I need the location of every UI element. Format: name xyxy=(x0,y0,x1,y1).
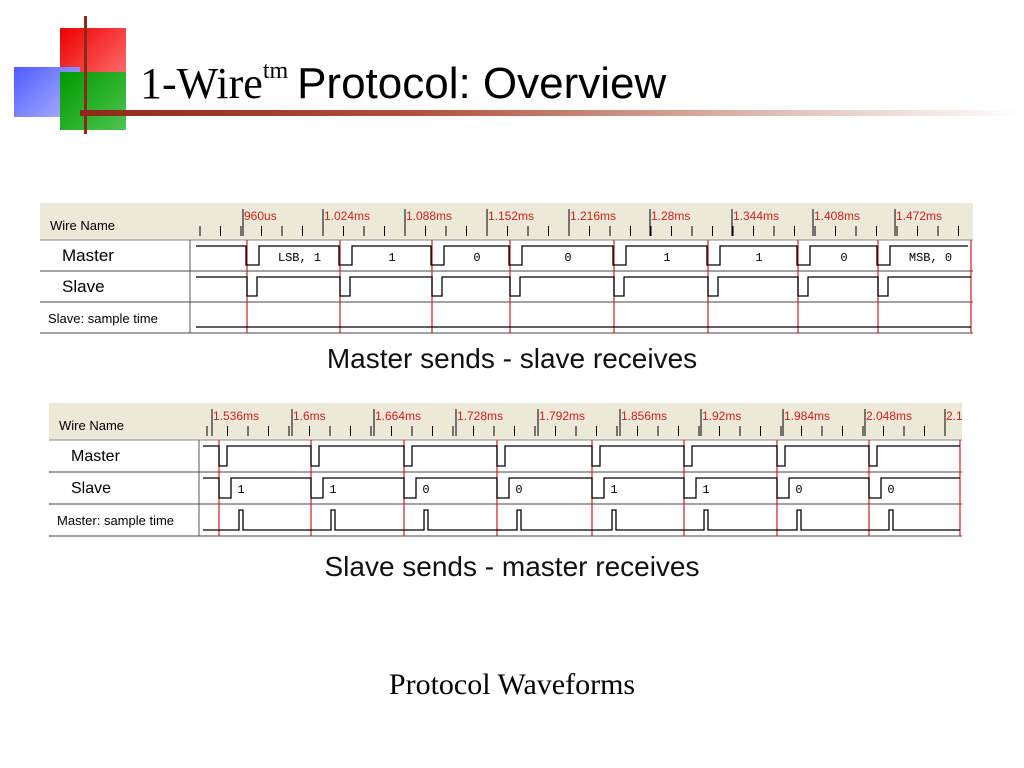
master-data-label: 0 xyxy=(473,251,480,265)
master-data-label: 1 xyxy=(388,251,395,265)
time-label: 1.28ms xyxy=(651,209,690,223)
time-label: 1.664ms xyxy=(375,409,421,423)
slave-trace xyxy=(203,477,960,499)
master-data-label: MSB, 0 xyxy=(909,251,952,265)
time-label: 1.088ms xyxy=(406,209,452,223)
panel-caption-slave-sends: Slave sends - master receives xyxy=(324,551,700,582)
time-label: 2.048ms xyxy=(866,409,912,423)
title-superscript: tm xyxy=(262,58,289,84)
time-label: 1.792ms xyxy=(539,409,585,423)
slave-trace xyxy=(196,276,971,297)
signal-name: Master: sample time xyxy=(57,513,174,528)
slave-data-label: 1 xyxy=(237,483,244,497)
signal-name: Slave: sample time xyxy=(48,311,158,326)
sample-trace xyxy=(203,509,960,531)
slave-data-label: 0 xyxy=(887,483,894,497)
master-data-label: 0 xyxy=(564,251,571,265)
header-bar xyxy=(49,403,962,440)
deco-line-vertical xyxy=(84,16,87,134)
slave-data-label: 0 xyxy=(515,483,522,497)
panel-master-sends: Wire Name 960us 1.024ms 1.088ms 1.152ms 1.216… xyxy=(40,203,973,334)
time-label: 1.472ms xyxy=(896,209,942,223)
time-label: 1.344ms xyxy=(733,209,779,223)
time-label: 1.152ms xyxy=(488,209,534,223)
time-label: 1.728ms xyxy=(457,409,503,423)
deco-square-green xyxy=(60,72,126,130)
time-label: 1.024ms xyxy=(324,209,370,223)
time-label: 1.856ms xyxy=(621,409,667,423)
signal-name: Slave xyxy=(62,277,105,296)
time-label: 1.6ms xyxy=(293,409,326,423)
trace-area xyxy=(40,240,973,333)
master-data-label: 0 xyxy=(840,251,847,265)
signal-name: Slave xyxy=(71,480,111,497)
time-label: 1.216ms xyxy=(570,209,616,223)
panel-slave-sends: Wire Name 1.536ms 1.6ms 1.664ms 1.728ms 1.792… xyxy=(49,403,963,537)
slave-data-label: 1 xyxy=(610,483,617,497)
time-label: 1.984ms xyxy=(784,409,830,423)
time-label: 1.408ms xyxy=(814,209,860,223)
time-label: 1.92ms xyxy=(702,409,741,423)
title-underline xyxy=(80,110,1024,116)
slave-data-label: 0 xyxy=(422,483,429,497)
title-prefix: 1-Wire xyxy=(140,59,263,108)
title-rest: Protocol: Overview xyxy=(297,59,667,108)
master-data-label: LSB, 1 xyxy=(278,251,321,265)
master-data-label: 1 xyxy=(755,251,762,265)
time-label: 2.1 xyxy=(946,409,963,423)
header-wire-name-label: Wire Name xyxy=(59,418,124,433)
slave-data-label: 1 xyxy=(329,483,336,497)
signal-name: Master xyxy=(71,448,121,465)
signal-name: Master xyxy=(62,246,114,265)
slave-data-label: 1 xyxy=(702,483,709,497)
master-trace xyxy=(196,245,968,266)
slave-data-label: 0 xyxy=(795,483,802,497)
bottom-caption: Protocol Waveforms xyxy=(388,668,636,701)
header-bar xyxy=(40,203,973,240)
time-label: 1.536ms xyxy=(213,409,259,423)
master-trace xyxy=(203,445,960,467)
panel-caption-master-sends: Master sends - slave receives xyxy=(326,343,698,374)
time-label: 960us xyxy=(244,209,277,223)
master-data-label: 1 xyxy=(663,251,670,265)
header-wire-name-label: Wire Name xyxy=(50,218,115,233)
slide-title: 1-Wiretm Protocol: Overview xyxy=(140,58,666,109)
